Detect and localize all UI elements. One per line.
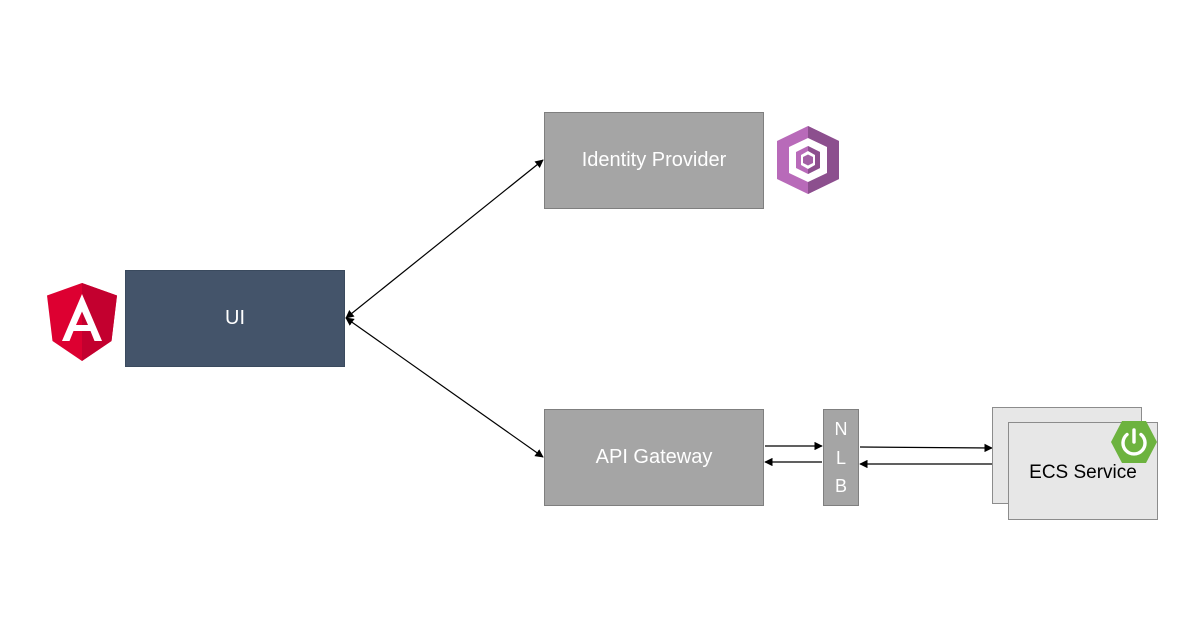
- edge-nlb-to-ecs-service: [859, 443, 993, 453]
- nlb-letter-n: N: [834, 419, 848, 440]
- identity-provider-label: Identity Provider: [581, 149, 727, 171]
- nlb-node: N L B: [823, 409, 859, 506]
- api-gateway-label: API Gateway: [595, 446, 713, 468]
- angular-icon: [47, 283, 117, 361]
- aws-cognito-icon: [777, 126, 839, 194]
- api-gateway-node: API Gateway: [544, 409, 764, 506]
- nlb-letter-l: L: [835, 447, 846, 468]
- edge-ui-api-gateway: [345, 317, 544, 458]
- edge-ui-identity-provider: [345, 159, 544, 319]
- ecs-service-label: ECS Service: [1029, 462, 1137, 483]
- nlb-letter-b: B: [834, 475, 847, 496]
- identity-provider-node: Identity Provider: [544, 112, 764, 209]
- spring-boot-icon: [1110, 418, 1158, 466]
- ui-node: UI: [125, 270, 345, 367]
- ui-node-label: UI: [225, 307, 245, 329]
